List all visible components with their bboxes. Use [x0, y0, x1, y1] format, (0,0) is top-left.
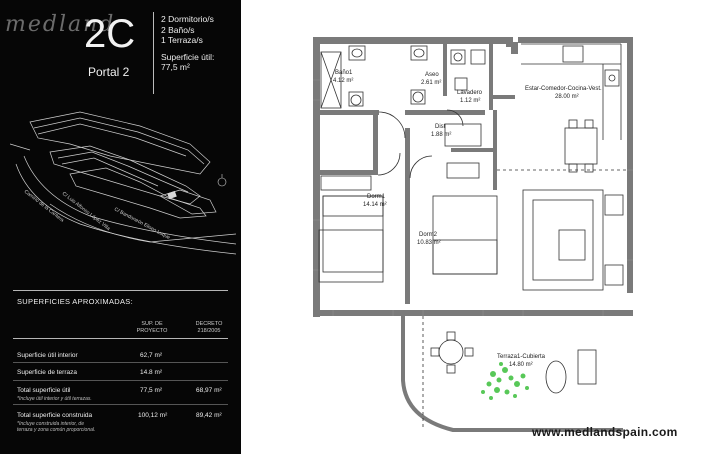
street-label-1: Camino de la Cantera: [23, 189, 65, 224]
room-area-aseo: 2.61 m²: [421, 80, 441, 86]
surfaces-title: SUPERFICIES APROXIMADAS:: [17, 297, 133, 306]
room-name-lavadero: Lavadero: [457, 90, 483, 96]
row-label: Total superficie construida: [17, 412, 93, 419]
unit-specs: 2 Dormitorio/s 2 Baño/s 1 Terraza/s Supe…: [161, 14, 214, 73]
row-label: Superficie útil interior: [17, 352, 78, 359]
room-area-dorm1: 14.14 m²: [363, 202, 387, 208]
useful-area-value: 77,5 m²: [161, 62, 190, 72]
row-project-value: 77,5 m²: [140, 387, 163, 394]
divider: [13, 362, 228, 363]
room-area-dist: 1.88 m²: [431, 132, 451, 138]
divider: [13, 338, 228, 339]
row-label: Total superficie útil: [17, 387, 71, 394]
portal-label: Portal 2: [88, 65, 130, 79]
col-header-project: SUP. DE PROYECTO: [136, 321, 168, 334]
info-panel: medland 2C Portal 2 2 Dormitorio/s 2 Bañ…: [0, 0, 241, 454]
brand-logo: medland: [5, 12, 116, 37]
site-location-map: Camino de la Cantera C/ Luis Alfonso Lóp…: [10, 111, 236, 255]
col-header-decree: DECRETO 218/2005: [195, 321, 223, 334]
room-name-aseo: Aseo: [425, 72, 439, 78]
row-decree-value: 89,42 m²: [196, 412, 222, 419]
row-note: *Incluye útil interior y útil terrazas.: [17, 396, 92, 402]
room-name-dorm1: Dorm1: [367, 194, 386, 200]
watermark: www.medlandspain.com: [532, 425, 678, 439]
divider: [13, 380, 228, 381]
room-area-bano: 4.12 m²: [333, 78, 353, 84]
unit-code: 2C: [84, 12, 136, 56]
row-project-value: 14.8 m²: [140, 369, 163, 376]
divider: [13, 290, 228, 291]
room-name-dist: Dist: [435, 124, 446, 130]
bedrooms-count: 2 Dormitorio/s: [161, 14, 214, 24]
divider: [153, 12, 154, 94]
bathrooms-count: 2 Baño/s: [161, 24, 195, 35]
floor-plan: Baño1 4.12 m² Aseo 2.61 m² Lavadero 1.12…: [313, 37, 633, 432]
row-project-value: 62,7 m²: [140, 352, 163, 359]
row-note: *Incluye construida interior, de terraza…: [17, 421, 96, 433]
terraces-count: 1 Terraza/s: [161, 35, 203, 45]
row-project-value: 100,12 m²: [138, 412, 168, 419]
useful-area-label: Superficie útil:: [161, 51, 215, 62]
room-name-estar: Estar-Comedor-Cocina-Vest.: [525, 86, 602, 92]
room-area-lavadero: 1.12 m²: [460, 98, 480, 104]
row-decree-value: 68,97 m²: [196, 387, 222, 394]
room-name-dorm2: Dorm2: [419, 232, 438, 238]
room-area-terraza: 14.80 m²: [509, 362, 533, 368]
room-area-dorm2: 10.83 m²: [417, 240, 441, 246]
divider: [13, 404, 228, 405]
room-name-terraza: Terraza1-Cubierta: [497, 354, 546, 360]
room-area-estar: 28.00 m²: [555, 94, 579, 100]
row-label: Superficie de terraza: [17, 369, 77, 376]
room-name-bano: Baño1: [335, 70, 353, 76]
